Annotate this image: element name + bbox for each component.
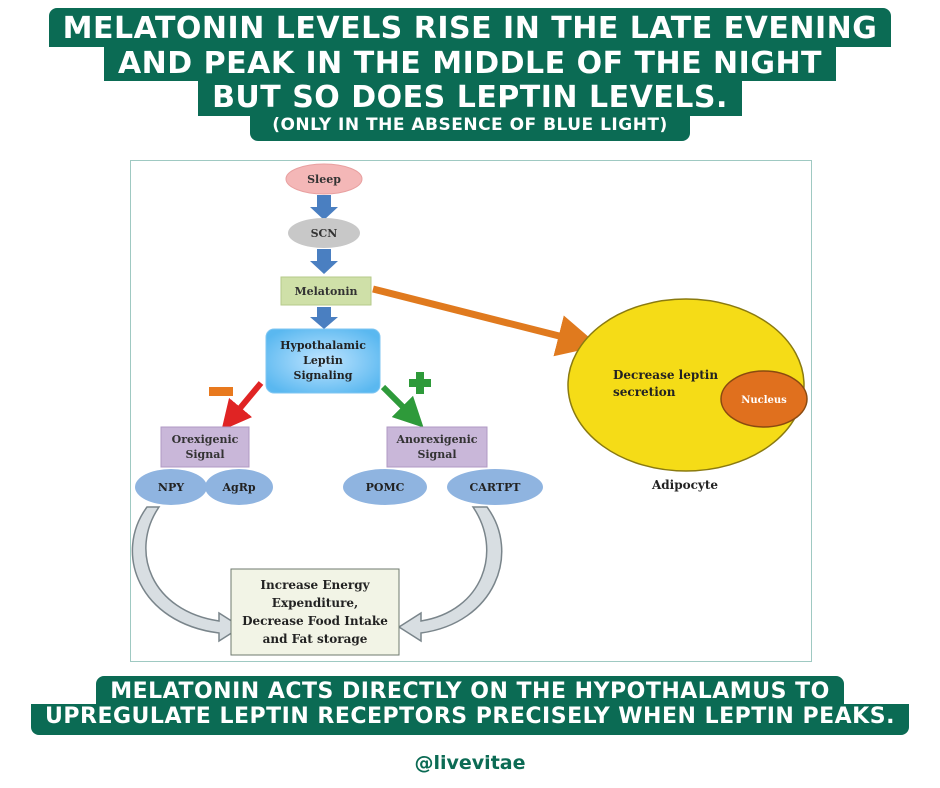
anorexigenic-node xyxy=(386,426,488,468)
cartpt-node xyxy=(447,469,543,505)
anorexigenic-label-2: Signal xyxy=(417,448,456,461)
agrp-node xyxy=(205,469,273,505)
footer-banner: MELATONIN ACTS DIRECTLY ON THE HYPOTHALA… xyxy=(0,676,940,735)
orexigenic-label-1: Orexigenic xyxy=(172,433,239,446)
sleep-node xyxy=(285,163,363,195)
arrow-sleep-to-scn xyxy=(310,195,338,220)
outcome-line-1: Increase Energy xyxy=(260,578,370,592)
author-handle: @livevitae xyxy=(414,752,526,774)
adipocyte-text-1: Decrease leptin xyxy=(613,368,718,382)
adipocyte-label: Adipocyte xyxy=(651,478,718,492)
npy-node xyxy=(135,469,207,505)
orexigenic-node xyxy=(160,426,250,468)
nucleus xyxy=(720,370,808,428)
title-line-2: AND PEAK IN THE MIDDLE OF THE NIGHT xyxy=(103,46,837,81)
title-banner: MELATONIN LEVELS RISE IN THE LATE EVENIN… xyxy=(0,8,940,142)
hypothalamic-label-3: Signaling xyxy=(294,369,353,382)
minus-sign xyxy=(209,387,233,396)
footer-line-1: MELATONIN ACTS DIRECTLY ON THE HYPOTHALA… xyxy=(96,676,844,705)
arrow-melatonin-to-adipocyte xyxy=(372,285,600,357)
outcome-line-2: Expenditure, xyxy=(272,596,358,610)
orexigenic-label-2: Signal xyxy=(185,448,224,461)
outcome-box xyxy=(230,568,400,656)
pomc-node xyxy=(343,469,427,505)
arrow-hypothalamic-to-anorexigenic xyxy=(380,384,424,428)
scn-node xyxy=(288,218,360,248)
title-note: (ONLY IN THE ABSENCE OF BLUE LIGHT) xyxy=(250,115,690,142)
arrow-scn-to-melatonin xyxy=(310,249,338,274)
footer-line-2: UPREGULATE LEPTIN RECEPTORS PRECISELY WH… xyxy=(31,704,909,735)
curved-arrow-left xyxy=(131,506,243,643)
anorexigenic-label-1: Anorexigenic xyxy=(396,433,478,446)
agrp-label: AgRp xyxy=(221,481,255,494)
outcome-line-4: and Fat storage xyxy=(263,632,368,646)
title-line-3: BUT SO DOES LEPTIN LEVELS. xyxy=(198,80,742,116)
arrow-hypothalamic-to-orexigenic xyxy=(221,381,264,431)
pomc-label: POMC xyxy=(366,481,405,494)
scn-label: SCN xyxy=(311,227,338,240)
hypothalamic-label-1: Hypothalamic xyxy=(280,339,366,352)
plus-sign xyxy=(409,372,431,394)
arrow-melatonin-to-hypothalamic xyxy=(310,307,338,329)
adipocyte-text-2: secretion xyxy=(613,385,676,399)
curved-arrow-right xyxy=(397,506,503,643)
title-line-1: MELATONIN LEVELS RISE IN THE LATE EVENIN… xyxy=(48,8,892,47)
cartpt-label: CARTPT xyxy=(470,481,522,494)
outcome-line-3: Decrease Food Intake xyxy=(242,614,388,628)
nucleus-label: Nucleus xyxy=(741,395,787,406)
melatonin-label: Melatonin xyxy=(294,285,357,298)
melatonin-node xyxy=(280,276,372,306)
adipocyte-cell xyxy=(567,298,805,472)
melatonin-leptin-diagram: Sleep SCN Melatonin Hypothalamic Leptin … xyxy=(130,160,812,662)
sleep-label: Sleep xyxy=(307,173,341,186)
hypothalamic-node xyxy=(265,328,381,394)
hypothalamic-label-2: Leptin xyxy=(303,354,343,367)
npy-label: NPY xyxy=(158,481,184,494)
diagram-canvas: Sleep SCN Melatonin Hypothalamic Leptin … xyxy=(131,163,808,656)
